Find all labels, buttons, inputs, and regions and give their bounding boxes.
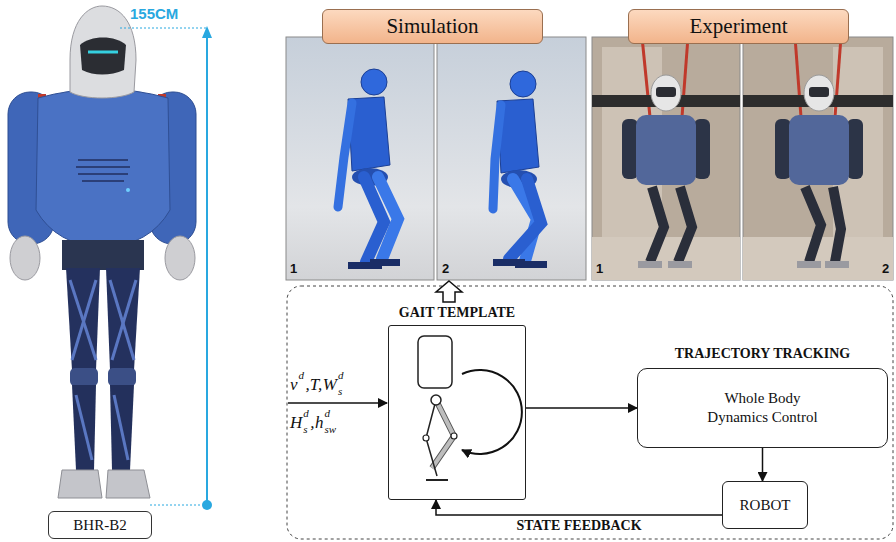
connector	[526, 407, 637, 409]
block-heading: TRAJECTORY TRACKING	[608, 346, 896, 362]
block-heading: GAIT TEMPLATE	[359, 305, 555, 321]
gait-figure	[418, 336, 522, 480]
connector	[762, 448, 764, 481]
input-symbol: sw	[325, 424, 337, 435]
hollow-arrow	[436, 281, 462, 302]
box-text: ROBOT	[740, 496, 791, 515]
dimension-line	[120, 26, 212, 510]
input-symbol: d	[303, 408, 309, 419]
simulation-panel	[286, 37, 586, 280]
box-text: BHR-B2	[73, 516, 126, 535]
input-symbol: d	[338, 370, 344, 381]
robot-box: ROBOT	[722, 481, 808, 529]
control-box: TRAJECTORY TRACKINGWhole Body Dynamics C…	[637, 368, 888, 448]
input-arrow	[288, 402, 387, 404]
input-symbol: d	[325, 408, 331, 419]
input-symbol: h	[315, 414, 324, 431]
section-tab: Experiment	[628, 9, 849, 43]
panel-number: 2	[442, 262, 449, 275]
robot-photo	[8, 6, 196, 498]
box-text: Experiment	[690, 13, 788, 39]
input-symbol: s	[303, 424, 307, 435]
panel-number: 1	[290, 262, 297, 275]
input-symbol: d	[299, 370, 305, 381]
input-symbol: v	[290, 376, 298, 393]
panel-number: 1	[596, 262, 603, 275]
panel-number: 2	[882, 262, 889, 275]
experiment-photo	[592, 37, 893, 280]
robot-name-box: BHR-B2	[48, 511, 152, 539]
input-symbol: ,T,	[306, 376, 323, 393]
dimension-label: 155CM	[130, 6, 178, 21]
input-symbol: H	[290, 414, 302, 431]
connector	[436, 500, 722, 515]
box-text: Simulation	[386, 13, 478, 39]
input-symbol: ,	[310, 414, 314, 431]
box-text: Whole Body Dynamics Control	[700, 389, 825, 427]
framework-region	[287, 286, 893, 539]
section-tab: Simulation	[322, 9, 543, 43]
input-symbol: s	[338, 386, 342, 397]
input-symbol: W	[323, 376, 337, 393]
edge-label: STATE FEEDBACK	[514, 518, 643, 534]
gait-template-box: GAIT TEMPLATE	[388, 325, 526, 500]
